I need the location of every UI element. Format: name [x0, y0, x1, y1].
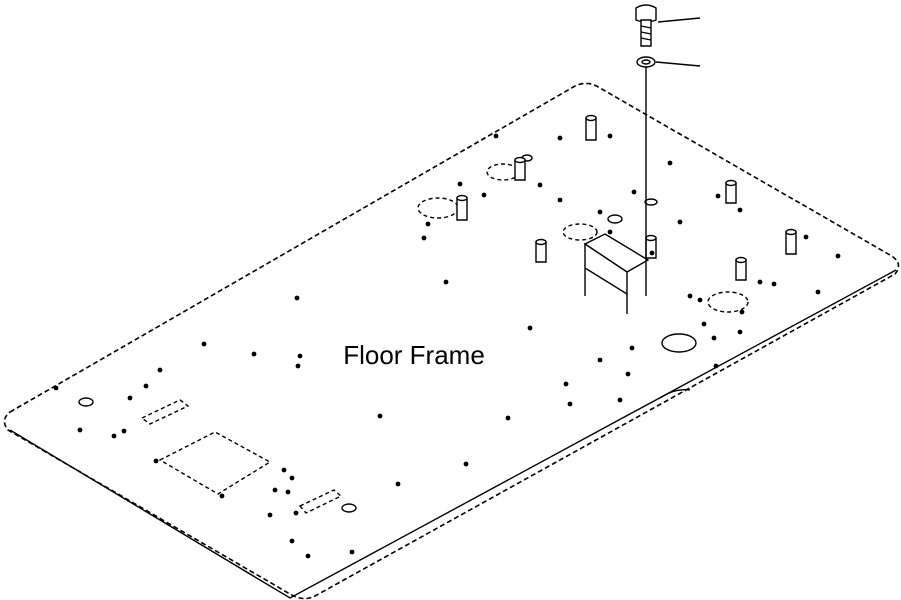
- plate-hole: [481, 192, 487, 198]
- plate-hole: [305, 553, 311, 559]
- plate-hole: [281, 467, 287, 473]
- plate-hole: [297, 353, 303, 359]
- plate-hole: [293, 510, 299, 516]
- plate-hole: [771, 281, 777, 287]
- plate-hole: [53, 385, 59, 391]
- plate-hole: [153, 458, 159, 464]
- plate-hole: [395, 481, 401, 487]
- plate-hole: [563, 381, 569, 387]
- plate-hole: [803, 234, 809, 240]
- plate-hole: [121, 428, 127, 434]
- plate-hole: [201, 341, 207, 347]
- plate-hole: [625, 371, 631, 377]
- floor-frame-plate: [3, 82, 900, 600]
- plate-hole: [815, 289, 821, 295]
- plate-hole: [463, 461, 469, 467]
- plate-hole: [597, 209, 603, 215]
- plate-hole: [739, 309, 745, 315]
- plate-hole: [567, 401, 573, 407]
- plate-hole: [294, 295, 300, 301]
- plate-hole: [143, 383, 149, 389]
- plate-standoffs: [456, 114, 797, 281]
- plate-hole: [505, 415, 511, 421]
- plate-hole: [219, 493, 225, 499]
- plate-hole: [127, 395, 133, 401]
- plate-hole: [711, 335, 717, 341]
- plate-hole: [443, 279, 449, 285]
- plate-hole: [687, 293, 693, 299]
- plate-hole: [557, 135, 563, 141]
- plate-hole: [493, 133, 499, 139]
- plate-hole: [457, 181, 463, 187]
- plate-hole: [272, 487, 278, 493]
- plate-hole: [631, 189, 637, 195]
- plate-hole: [349, 549, 355, 555]
- plate-hole: [677, 219, 683, 225]
- plate-hole: [667, 160, 673, 166]
- plate-hole: [701, 321, 707, 327]
- plate-hole: [289, 538, 295, 544]
- bolt-and-washer: [635, 4, 701, 296]
- plate-hole: [649, 250, 655, 256]
- floor-frame-label: Floor Frame: [343, 340, 485, 370]
- plate-hole: [713, 363, 719, 369]
- plate-hole: [607, 229, 613, 235]
- mounting-bracket: [583, 233, 650, 314]
- plate-hole: [267, 512, 273, 518]
- plate-hole: [607, 133, 613, 139]
- plate-hole: [77, 427, 83, 433]
- plate-hole: [157, 367, 163, 373]
- plate-hole: [557, 197, 563, 203]
- plate-hole: [111, 433, 117, 439]
- plate-hole: [377, 413, 383, 419]
- plate-hole: [537, 182, 543, 188]
- plate-hole: [251, 351, 257, 357]
- plate-hole: [629, 345, 635, 351]
- plate-hole: [289, 475, 295, 481]
- plate-hole: [425, 221, 431, 227]
- plate-hole: [597, 357, 603, 363]
- plate-hole: [757, 279, 763, 285]
- plate-hole: [697, 297, 703, 303]
- plate-hole: [285, 489, 291, 495]
- plate-hole: [737, 329, 743, 335]
- plate-hole: [617, 397, 623, 403]
- plate-hole: [527, 325, 533, 331]
- plate-hole: [295, 363, 301, 369]
- plate-holes: [53, 133, 841, 559]
- plate-hole: [421, 235, 427, 241]
- plate-hole: [715, 193, 721, 199]
- plate-hole: [737, 207, 743, 213]
- plate-hole: [835, 253, 841, 259]
